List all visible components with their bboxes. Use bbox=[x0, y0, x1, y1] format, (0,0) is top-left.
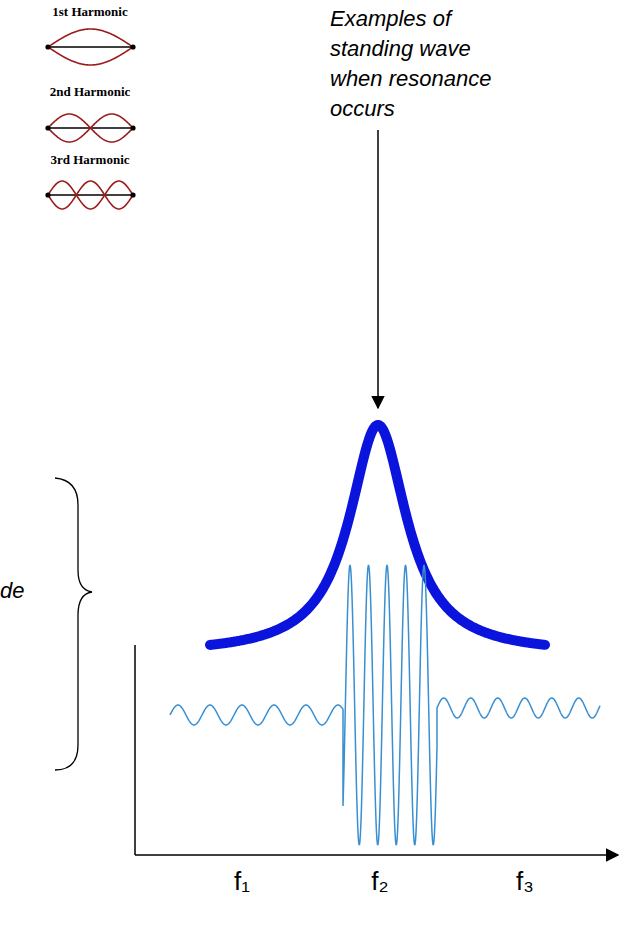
y-axis bbox=[134, 645, 136, 855]
standing-waves bbox=[45, 29, 135, 209]
fixed-end bbox=[130, 44, 135, 49]
frequency-label: f₃ bbox=[516, 866, 534, 897]
fixed-end bbox=[130, 125, 135, 130]
curly-brace bbox=[55, 478, 92, 770]
x-axis bbox=[135, 854, 618, 856]
harmonic-title: 1st Harmonic bbox=[52, 4, 127, 20]
frequency-label: f₂ bbox=[371, 866, 388, 897]
string-line bbox=[48, 194, 133, 196]
fixed-end bbox=[45, 192, 50, 197]
fixed-end bbox=[45, 44, 50, 49]
wave-envelope bbox=[48, 181, 133, 209]
harmonic-title: 2nd Harmonic bbox=[50, 84, 131, 100]
wave-envelope bbox=[48, 114, 133, 142]
pointer-arrow bbox=[377, 130, 379, 408]
harmonic-title: 3rd Harmonic bbox=[50, 152, 129, 168]
wave-envelope bbox=[48, 114, 133, 142]
string-line bbox=[48, 46, 133, 48]
fixed-end bbox=[45, 125, 50, 130]
wave-envelope bbox=[48, 47, 133, 65]
wave-envelope bbox=[48, 181, 133, 209]
axis-label: de bbox=[0, 578, 24, 604]
resonance-curve bbox=[210, 425, 545, 645]
wave-envelope bbox=[48, 29, 133, 47]
fixed-end bbox=[130, 192, 135, 197]
frequency-label: f₁ bbox=[234, 866, 250, 897]
annotation-note: Examples of standing wave when resonance… bbox=[330, 4, 520, 124]
amplitude-waveform bbox=[170, 565, 600, 844]
